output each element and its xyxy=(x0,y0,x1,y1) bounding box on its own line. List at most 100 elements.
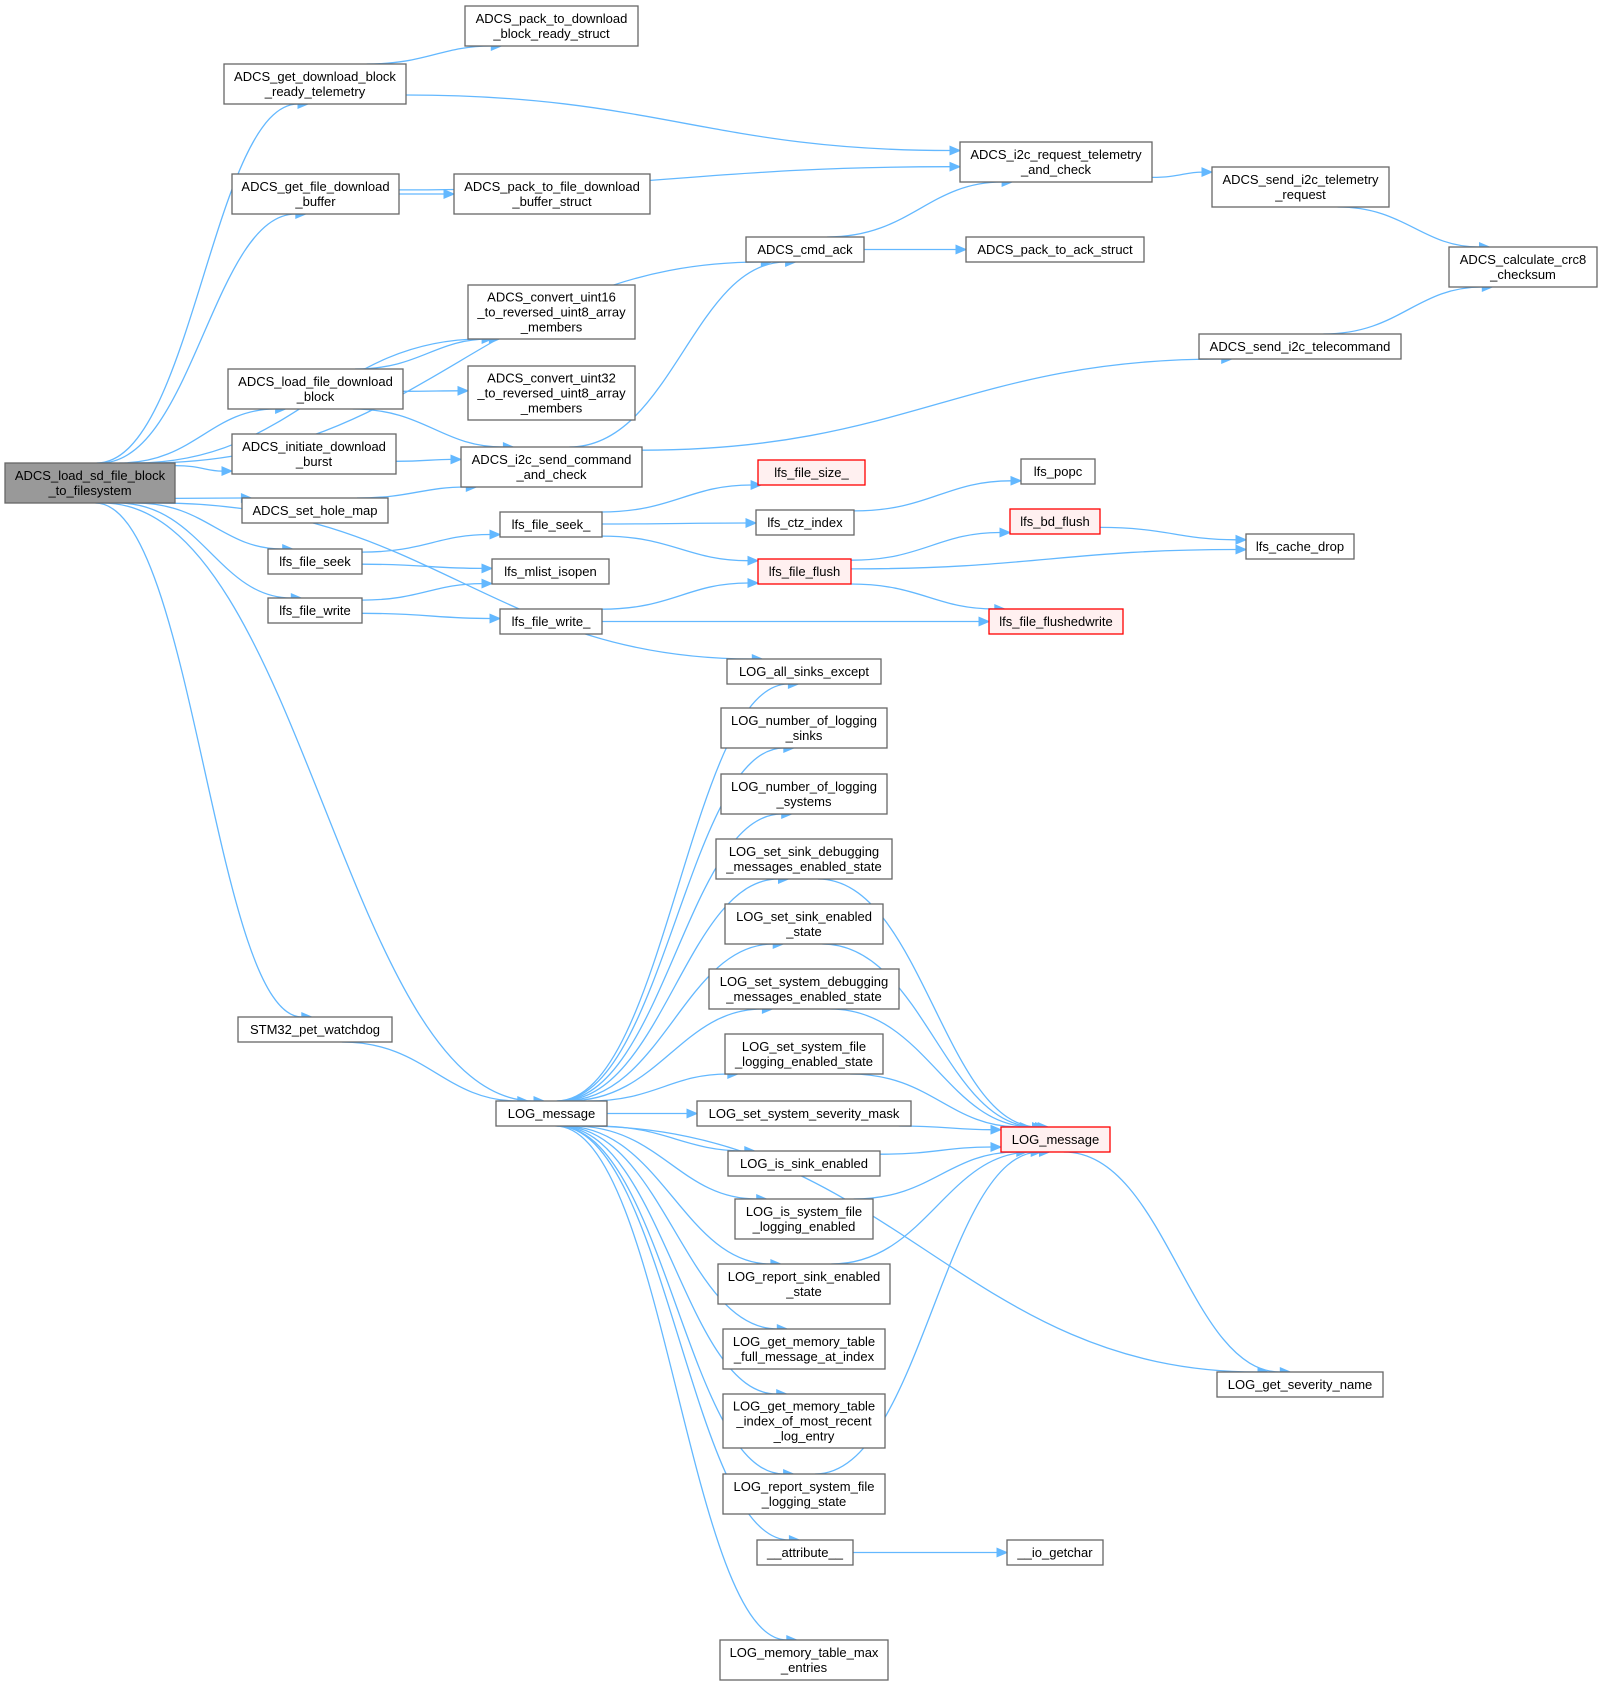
node-box xyxy=(715,838,893,880)
edge-arrowhead xyxy=(481,563,494,574)
node-i2c-send-cmd[interactable]: ADCS_i2c_send_command_and_check xyxy=(460,446,643,488)
node-lfs-write-[interactable]: lfs_file_write_ xyxy=(499,608,603,635)
node-pack-file-dl[interactable]: ADCS_pack_to_file_download_buffer_struct xyxy=(453,173,651,215)
node-conv32[interactable]: ADCS_convert_uint32_to_reversed_uint8_ar… xyxy=(467,365,636,421)
node-get-file-dl[interactable]: ADCS_get_file_download_buffer xyxy=(231,173,400,215)
edge-log-msg-b-to-log-sev-name xyxy=(1063,1151,1292,1377)
node-log-rep-sink[interactable]: LOG_report_sink_enabled_state xyxy=(717,1263,891,1305)
node-log-mem-full[interactable]: LOG_get_memory_table_full_message_at_ind… xyxy=(722,1328,886,1370)
node-log-all-except[interactable]: LOG_all_sinks_except xyxy=(726,658,882,685)
edge-line xyxy=(817,878,1039,1128)
node-lfs-seek[interactable]: lfs_file_seek xyxy=(267,548,363,575)
node-log-num-systems[interactable]: LOG_number_of_logging_systems xyxy=(720,773,888,815)
node-log-is-sink[interactable]: LOG_is_sink_enabled xyxy=(727,1150,881,1177)
edge-line xyxy=(558,813,782,1102)
node-box xyxy=(745,236,865,263)
edge-line xyxy=(582,1125,1259,1373)
node-label-line: LOG_get_severity_name xyxy=(1228,1377,1373,1392)
edge-line xyxy=(135,502,283,550)
node-box xyxy=(464,5,639,47)
node-send-telecmd[interactable]: ADCS_send_i2c_telecommand xyxy=(1198,333,1402,360)
node-box xyxy=(1000,1126,1111,1153)
node-crc8[interactable]: ADCS_calculate_crc8_checksum xyxy=(1448,246,1598,288)
node-lfs-isopen[interactable]: lfs_mlist_isopen xyxy=(491,558,610,585)
node-label-line: _burst xyxy=(295,454,333,469)
node-set-hole[interactable]: ADCS_set_hole_map xyxy=(241,497,389,524)
node-init-dl[interactable]: ADCS_initiate_download_burst xyxy=(231,433,397,475)
node-lfs-bd-flush[interactable]: lfs_bd_flush xyxy=(1009,508,1101,535)
node-box xyxy=(734,1198,874,1240)
node-lfs-write[interactable]: lfs_file_write xyxy=(267,597,363,624)
node-label-line: ADCS_convert_uint32 xyxy=(487,371,616,386)
edge-arrowhead xyxy=(686,1108,699,1119)
node-label-line: ADCS_get_download_block xyxy=(234,69,396,84)
edge-line xyxy=(557,1125,784,1475)
node-box xyxy=(1009,508,1101,535)
node-log-set-sys-dbg[interactable]: LOG_set_system_debugging_messages_enable… xyxy=(708,968,900,1010)
node-label-line: _logging_enabled_state xyxy=(734,1054,873,1069)
node-box xyxy=(719,1639,889,1681)
edge-line xyxy=(361,582,483,601)
edge-line xyxy=(1151,171,1203,179)
node-log-is-sys-file[interactable]: LOG_is_system_file_logging_enabled xyxy=(734,1198,874,1240)
edge-load-file-dl-to-conv16 xyxy=(355,334,501,370)
node-log-msg-a[interactable]: LOG_message xyxy=(495,1100,608,1127)
node-lfs-flush[interactable]: lfs_file_flush xyxy=(757,558,852,585)
node-label-line: LOG_memory_table_max xyxy=(730,1645,879,1660)
node-log-sev-name[interactable]: LOG_get_severity_name xyxy=(1216,1371,1384,1398)
node-get-dl-block[interactable]: ADCS_get_download_block_ready_telemetry xyxy=(223,63,407,105)
node-attr[interactable]: __attribute__ xyxy=(756,1539,854,1566)
node-label-line: ADCS_i2c_request_telemetry xyxy=(970,147,1142,162)
edge-line xyxy=(879,1146,992,1155)
node-cmd-ack[interactable]: ADCS_cmd_ack xyxy=(745,236,865,263)
function-nodes: ADCS_load_sd_file_block_to_filesystemADC… xyxy=(4,5,1598,1681)
node-conv16[interactable]: ADCS_convert_uint16_to_reversed_uint8_ar… xyxy=(467,284,636,340)
node-label-line: _state xyxy=(785,1284,821,1299)
node-lfs-size[interactable]: lfs_file_size_ xyxy=(757,459,866,486)
node-label-line: _index_of_most_recent xyxy=(735,1414,872,1429)
edge-lfs-seek--to-lfs-size xyxy=(600,480,763,513)
edge-arrowhead xyxy=(457,385,470,396)
edge-attr-to-io-getchar xyxy=(853,1547,1009,1558)
node-lfs-popc[interactable]: lfs_popc xyxy=(1020,458,1096,485)
node-label-line: ADCS_calculate_crc8 xyxy=(1460,252,1586,267)
node-log-set-sink-en[interactable]: LOG_set_sink_enabled_state xyxy=(724,903,884,945)
node-label-line: LOG_all_sinks_except xyxy=(739,664,869,679)
edge-line xyxy=(1337,206,1480,248)
node-box xyxy=(499,511,603,538)
node-stm32-wd[interactable]: STM32_pet_watchdog xyxy=(237,1016,393,1043)
node-pack-dl-block[interactable]: ADCS_pack_to_download_block_ready_struct xyxy=(464,5,639,47)
edge-line xyxy=(595,1125,745,1152)
node-pack-ack[interactable]: ADCS_pack_to_ack_struct xyxy=(965,236,1145,263)
node-box xyxy=(726,658,882,685)
node-lfs-ctz[interactable]: lfs_ctz_index xyxy=(755,509,855,536)
node-box xyxy=(724,1033,884,1075)
node-log-mem-max[interactable]: LOG_memory_table_max_entries xyxy=(719,1639,889,1681)
node-load-file-dl[interactable]: ADCS_load_file_download_block xyxy=(227,368,404,410)
node-i2c-req-tlm[interactable]: ADCS_i2c_request_telemetry_and_check xyxy=(959,141,1153,183)
node-lfs-cache-drop[interactable]: lfs_cache_drop xyxy=(1245,533,1355,560)
edge-arrowhead xyxy=(443,189,456,199)
node-box xyxy=(237,1016,393,1043)
node-log-msg-b[interactable]: LOG_message xyxy=(1000,1126,1111,1153)
node-log-rep-sys-file[interactable]: LOG_report_system_file_logging_state xyxy=(722,1473,886,1515)
node-io-getchar[interactable]: __io_getchar xyxy=(1006,1539,1104,1566)
node-log-set-sink-dbg[interactable]: LOG_set_sink_debugging_messages_enabled_… xyxy=(715,838,893,880)
node-log-num-sinks[interactable]: LOG_number_of_logging_sinks xyxy=(720,707,888,749)
edge-root-to-log-msg-a xyxy=(102,502,546,1106)
edge-log-msg-a-to-log-rep-sink xyxy=(563,1125,783,1269)
edge-lfs-seek--to-lfs-ctz xyxy=(601,518,758,528)
node-lfs-seek-[interactable]: lfs_file_seek_ xyxy=(499,511,603,538)
node-label-line: _log_entry xyxy=(773,1429,835,1444)
node-root[interactable]: ADCS_load_sd_file_block_to_filesystem xyxy=(4,462,176,504)
node-log-set-sev[interactable]: LOG_set_system_severity_mask xyxy=(696,1100,912,1127)
node-log-set-sys-file[interactable]: LOG_set_system_file_logging_enabled_stat… xyxy=(724,1033,884,1075)
node-label-line: ADCS_pack_to_download xyxy=(476,11,628,26)
node-log-mem-idx[interactable]: LOG_get_memory_table_index_of_most_recen… xyxy=(722,1393,886,1449)
edge-line xyxy=(157,502,753,660)
node-box xyxy=(1216,1371,1384,1398)
node-send-i2c-tlm[interactable]: ADCS_send_i2c_telemetry_request xyxy=(1211,166,1390,208)
edge-line xyxy=(355,338,490,370)
node-lfs-flushedwrite[interactable]: lfs_file_flushedwrite xyxy=(988,608,1124,635)
